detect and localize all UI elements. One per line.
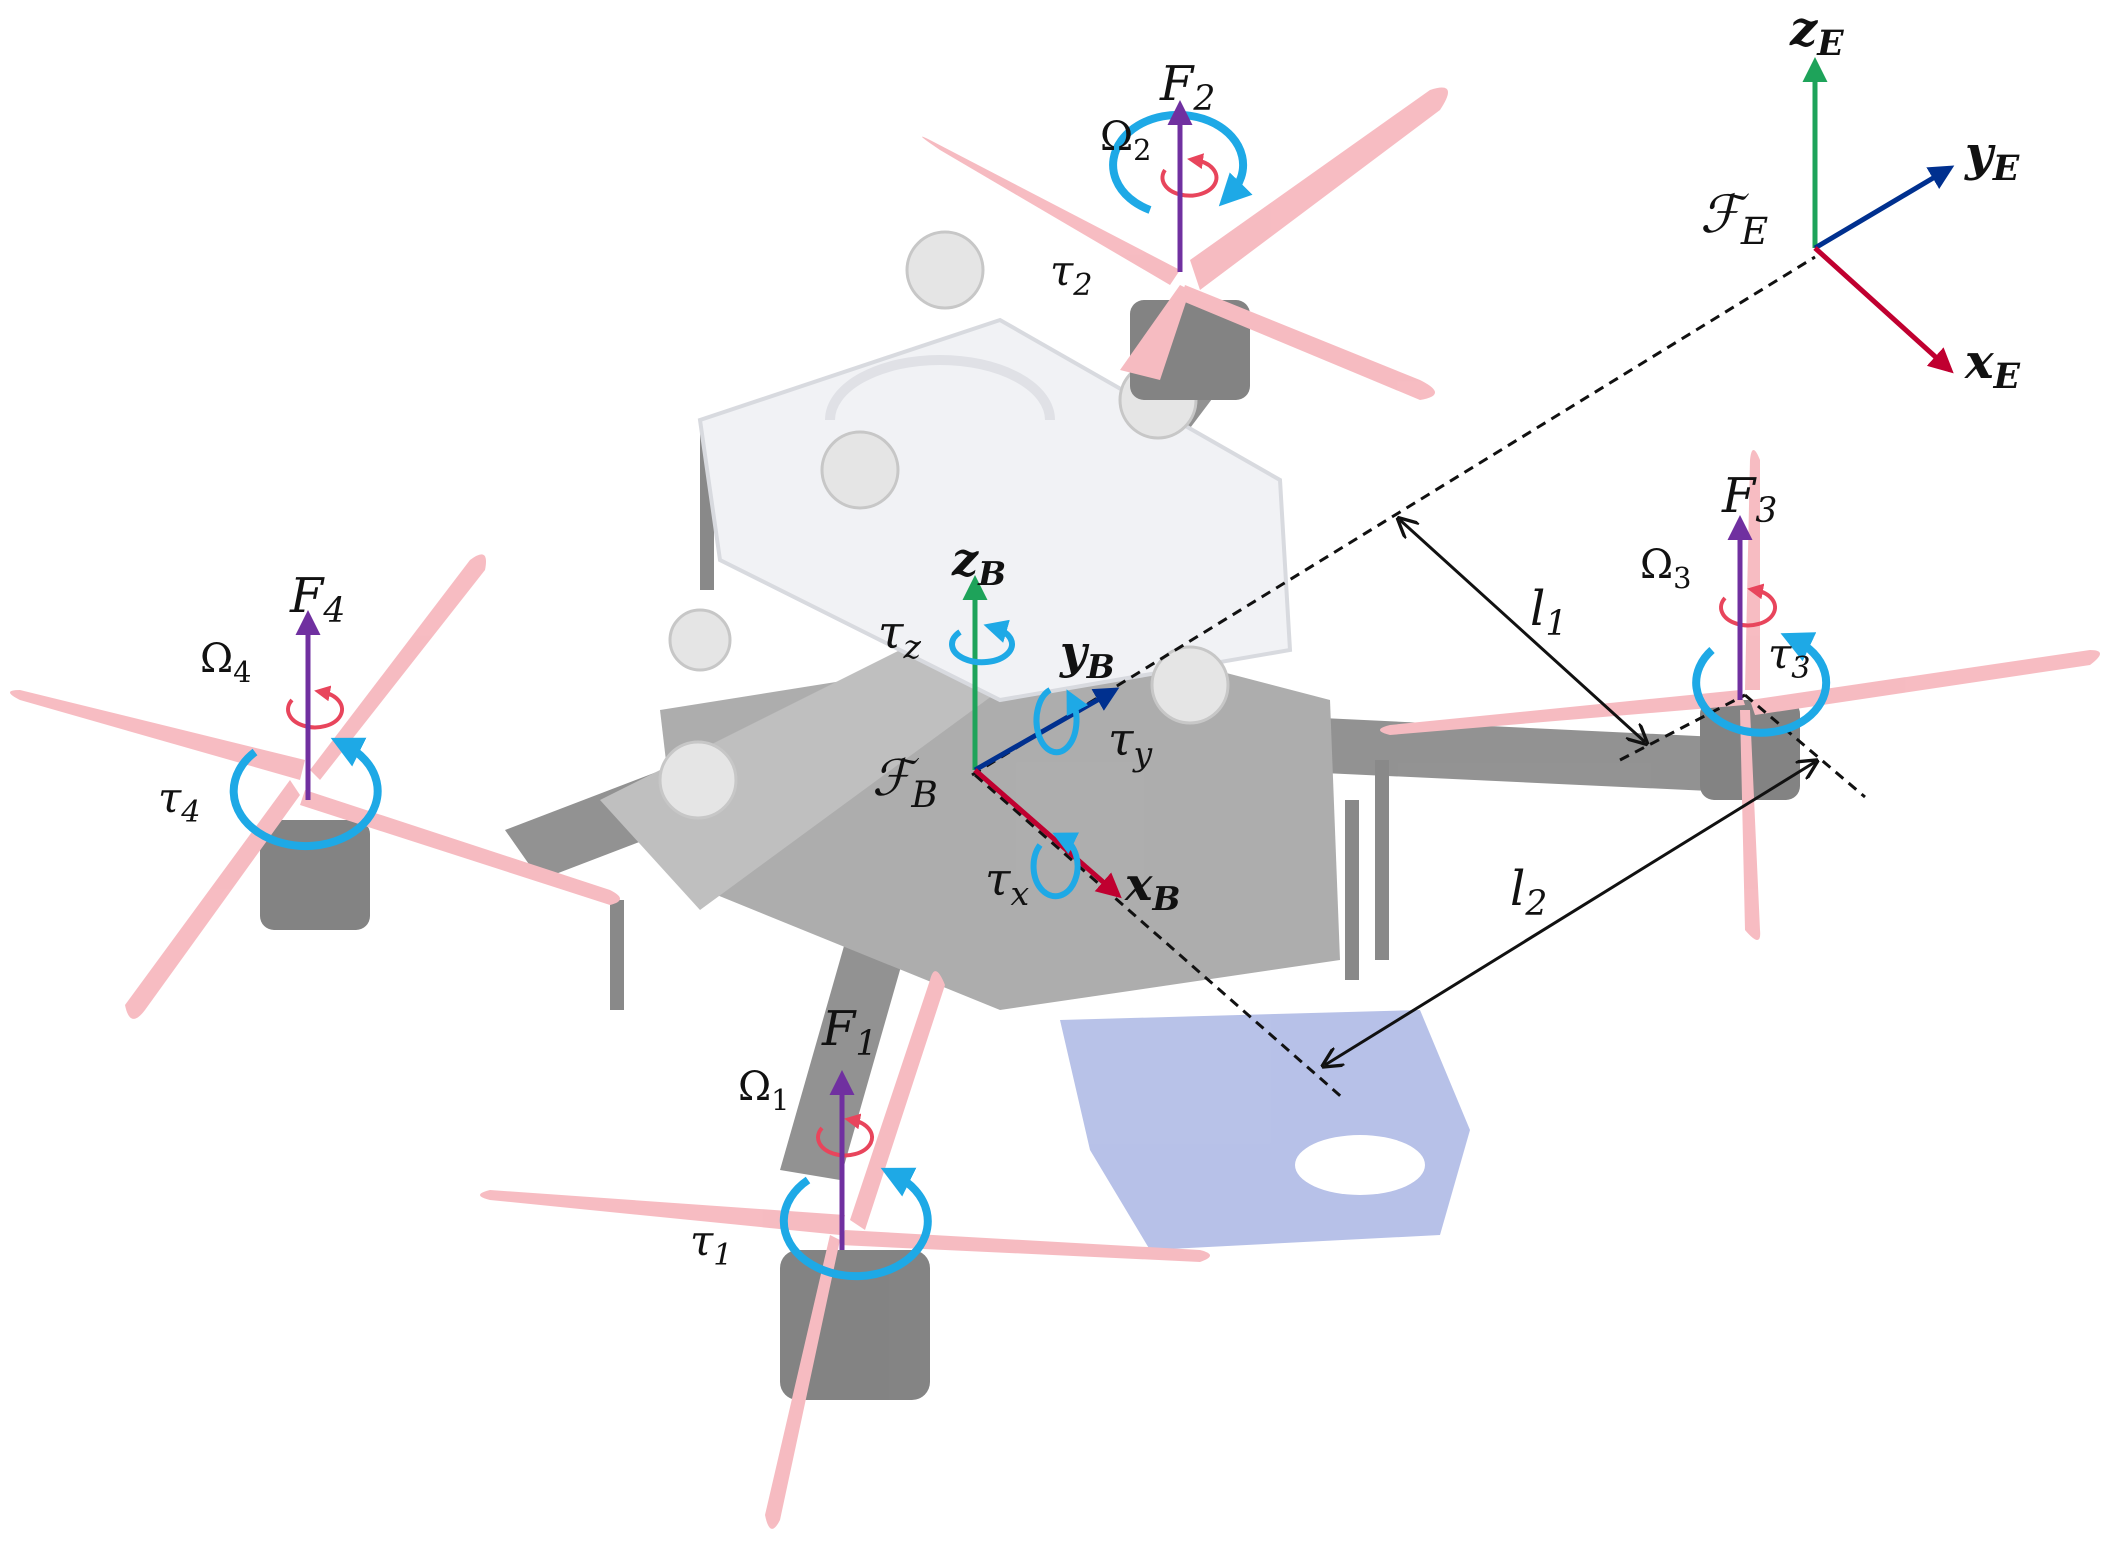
rotor-2-torque-icon <box>1109 110 1253 214</box>
earth-x-label: xE <box>1964 334 2021 397</box>
rotor-3-spin-icon <box>1719 583 1777 628</box>
rotor-4-overlay <box>229 610 382 851</box>
case-detail <box>825 355 1055 421</box>
earth-z-label: zE <box>1789 1 1844 64</box>
rotor-3-torque-icon <box>1692 632 1831 737</box>
rotor-1-torque-icon <box>779 1167 932 1281</box>
rotor-3-omega-label: Ω3 <box>1640 542 1692 595</box>
body-y-label: yB <box>1059 625 1115 686</box>
rotor-1-spin-icon <box>816 1113 874 1158</box>
earth-frame <box>1802 57 1955 374</box>
earth-frame-label: ℱE <box>1700 185 1768 253</box>
reference-lines <box>971 255 1866 1102</box>
rotor-2-overlay <box>1109 100 1253 272</box>
tau-x-label: τx <box>985 852 1029 913</box>
distance-l2-label: l2 <box>1510 861 1547 924</box>
rotor-4-spin-icon <box>286 685 344 730</box>
earth-y-label: yE <box>1964 126 2020 189</box>
body-x-label: xB <box>1124 857 1180 918</box>
flight-controller <box>600 640 1000 910</box>
tau-y-label: τy <box>1108 712 1153 773</box>
rotor-2-spin-icon <box>1160 153 1219 198</box>
earth-y-axis <box>1813 165 1955 251</box>
rotor-4-omega-label: Ω4 <box>200 636 252 689</box>
tau-x-loop-icon <box>1030 832 1081 900</box>
distance-l1-arrow <box>1400 520 1645 742</box>
tau-z-label: τz <box>878 605 921 666</box>
rotor-3-tau-label: τ3 <box>1768 629 1811 686</box>
body-x-axis <box>973 768 1122 899</box>
tau-y-loop-icon <box>1033 687 1089 756</box>
rotor-1-force-label: F1 <box>821 1001 877 1064</box>
drone-illustration <box>10 87 2100 1529</box>
body-frame <box>949 575 1122 900</box>
drone-battery <box>1060 1010 1470 1250</box>
battery-label <box>1295 1135 1425 1195</box>
rotor-2-omega-label: Ω2 <box>1100 114 1152 167</box>
rotor-1-omega-label: Ω1 <box>738 1064 790 1117</box>
rotor-4-tau-label: τ4 <box>158 773 201 830</box>
body-y-axis <box>973 687 1120 773</box>
earth-x-axis <box>1813 246 1954 374</box>
rotor-4-torque-icon <box>229 737 382 851</box>
rotor-1-tau-label: τ1 <box>690 1216 733 1273</box>
tau-z-loop-icon <box>949 619 1015 666</box>
rotor-3-overlay <box>1692 515 1831 737</box>
rotor-2-tau-label: τ2 <box>1050 246 1093 303</box>
rotor-4-force-label: F4 <box>289 568 345 631</box>
distance-l1-label: l1 <box>1530 581 1567 644</box>
distance-l2-arrow <box>1325 762 1815 1065</box>
propellers <box>10 87 2100 1529</box>
body-z-label: zB <box>951 532 1006 593</box>
rotor-1-overlay <box>779 1070 932 1281</box>
rotor-3-force-label: F3 <box>1721 468 1777 531</box>
rotor-2-force-label: F2 <box>1159 56 1215 119</box>
